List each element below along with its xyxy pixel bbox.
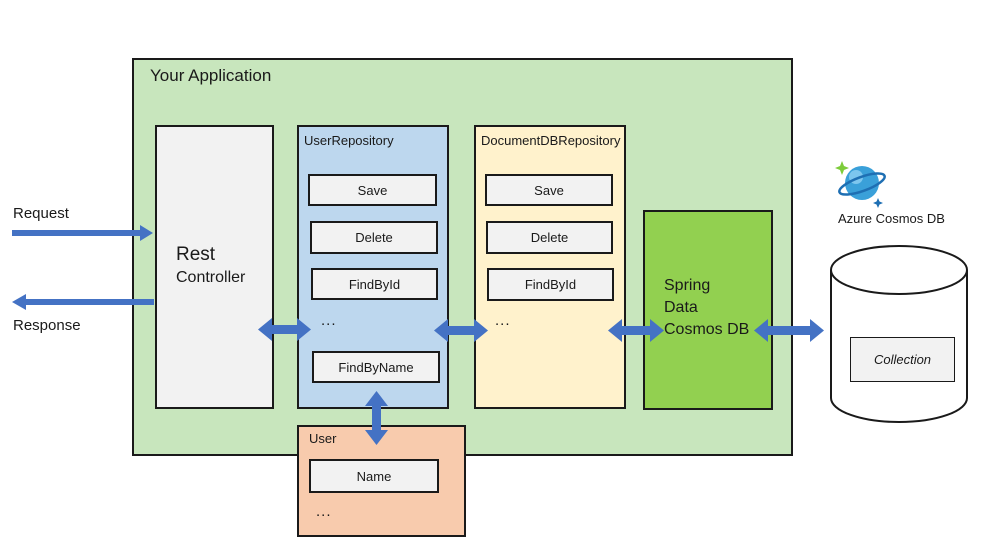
user-repository-method-delete: Delete [310, 221, 438, 254]
spring-data-label-line3: Cosmos DB [664, 321, 750, 338]
user-repository-method-findbyname: FindByName [312, 351, 440, 383]
user-repository-ellipsis: ... [321, 312, 337, 329]
azure-cosmos-db-icon [835, 161, 886, 208]
response-arrow [12, 294, 154, 310]
rest-controller-label-line2: Controller [176, 269, 246, 286]
response-label: Response [13, 317, 81, 334]
rest-controller-label-line1: Rest [176, 244, 216, 265]
documentdb-repository-method-save: Save [485, 174, 613, 206]
spring-data-label-line2: Data [664, 299, 698, 316]
documentdb-repository-method-findbyid: FindById [487, 268, 614, 301]
user-entity-field-name: Name [309, 459, 439, 493]
documentdb-repository-title: DocumentDBRepository [481, 133, 621, 148]
documentdb-repository-ellipsis: ... [495, 312, 511, 329]
user-repository-method-findbyid: FindById [311, 268, 438, 300]
user-repository-title: UserRepository [304, 133, 394, 148]
user-repository-method-save: Save [308, 174, 437, 206]
documentdb-repository-box [474, 125, 626, 409]
rest-controller-box [155, 125, 274, 409]
application-title: Your Application [150, 66, 272, 85]
azure-cosmos-db-caption: Azure Cosmos DB [838, 211, 945, 226]
request-label: Request [13, 205, 69, 222]
documentdb-repository-method-delete: Delete [486, 221, 613, 254]
springdata-cosmosdb-arrow [754, 319, 824, 342]
cosmos-collection-box: Collection [850, 337, 955, 382]
spring-data-label-line1: Spring [664, 277, 711, 294]
user-entity-title: User [309, 431, 337, 446]
documentdb-springdata-arrow [608, 319, 664, 342]
userrepository-user-arrow [365, 391, 388, 445]
cosmos-db-cylinder [830, 245, 968, 423]
user-entity-ellipsis: ... [316, 503, 332, 520]
request-arrow [12, 225, 153, 241]
spring-data-cosmos-box [643, 210, 773, 410]
controller-userrepository-arrow [258, 318, 311, 341]
userrepository-documentdb-arrow [434, 319, 488, 342]
